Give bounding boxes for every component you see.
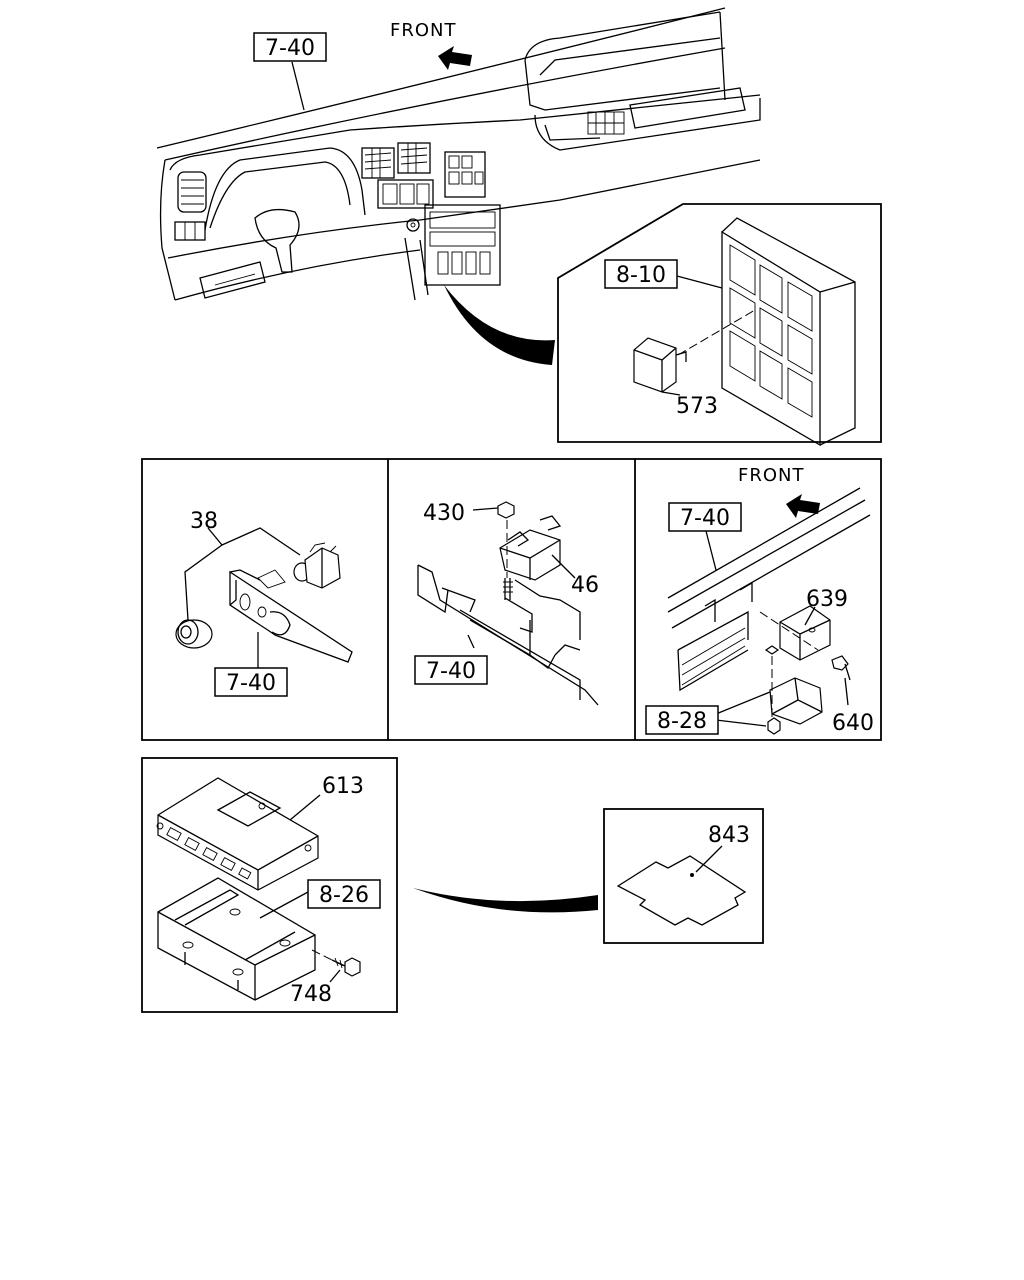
ref-label-dash-top: 7-40 <box>265 36 315 61</box>
panel-label <box>616 845 747 926</box>
front-label-top: FRONT <box>390 20 457 41</box>
part-number-613: 613 <box>322 774 364 799</box>
dashboard-overview <box>156 7 761 365</box>
part-number-640: 640 <box>832 711 874 736</box>
part-number-38: 38 <box>190 509 218 534</box>
relay-box-inset <box>557 203 882 447</box>
panel-bracket <box>667 487 871 735</box>
part-number-430: 430 <box>423 501 465 526</box>
ref-label-dash-bracket: 7-40 <box>680 506 730 531</box>
part-number-748: 748 <box>290 982 332 1007</box>
callout-arrow <box>413 888 598 913</box>
ref-label-ecu-bracket: 8-26 <box>319 883 369 908</box>
ref-label-bracket-switch: 7-40 <box>226 671 276 696</box>
part-number-843: 843 <box>708 823 750 848</box>
ref-label-module: 8-28 <box>657 709 707 734</box>
panel-relay <box>417 501 599 706</box>
ref-label-bracket-relay: 7-40 <box>426 659 476 684</box>
panel-ecu <box>156 777 361 1001</box>
part-number-46: 46 <box>571 573 599 598</box>
part-number-639: 639 <box>806 587 848 612</box>
front-label-bracket: FRONT <box>738 465 805 486</box>
panel-switch <box>175 527 353 668</box>
ref-label-relay-box: 8-10 <box>616 263 666 288</box>
part-number-573: 573 <box>676 394 718 419</box>
